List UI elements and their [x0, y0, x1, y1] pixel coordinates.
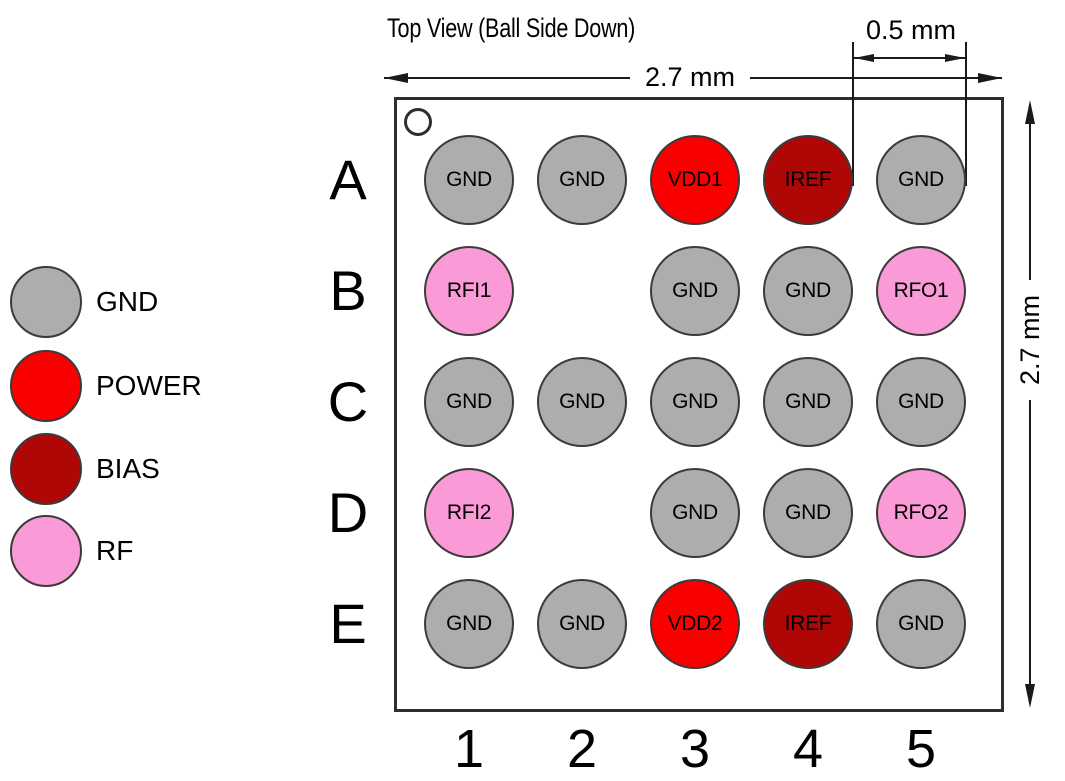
ball-C5: GND — [876, 357, 966, 447]
ball-label: VDD2 — [667, 612, 723, 635]
ball-label: GND — [559, 612, 605, 635]
ball-label: GND — [898, 612, 944, 635]
ball-A4: IREF — [763, 135, 853, 225]
ball-C1: GND — [424, 357, 514, 447]
legend-swatch-power — [10, 350, 82, 422]
ball-label: GND — [785, 279, 831, 302]
legend-swatch-bias — [10, 433, 82, 505]
ball-D5: RFO2 — [876, 468, 966, 558]
row-label-D: D — [327, 481, 369, 544]
ball-B1: RFI1 — [424, 246, 514, 336]
ball-label: GND — [559, 390, 605, 413]
ball-label: RFO1 — [893, 279, 949, 302]
ball-C3: GND — [650, 357, 740, 447]
ball-A1: GND — [424, 135, 514, 225]
ball-E4: IREF — [763, 579, 853, 669]
arrowhead-up-icon — [1025, 100, 1035, 124]
col-label-3: 3 — [679, 719, 711, 779]
ball-label: GND — [446, 168, 492, 191]
ball-D3: GND — [650, 468, 740, 558]
ball-label: GND — [898, 168, 944, 191]
col-label-5: 5 — [905, 719, 937, 779]
ball-label: GND — [559, 168, 605, 191]
ball-D1: RFI2 — [424, 468, 514, 558]
legend-label-gnd: GND — [96, 286, 159, 317]
ball-label: IREF — [784, 168, 832, 191]
diagram-title: Top View (Ball Side Down) — [387, 13, 636, 43]
ball-E2: GND — [537, 579, 627, 669]
ball-label: RFI1 — [446, 279, 492, 302]
row-label-E: E — [329, 592, 367, 655]
col-label-2: 2 — [566, 719, 598, 779]
legend-swatch-gnd — [10, 266, 82, 338]
ball-C4: GND — [763, 357, 853, 447]
row-label-A: A — [329, 148, 367, 211]
pitch-extension-line-left — [852, 42, 854, 186]
ball-D4: GND — [763, 468, 853, 558]
pitch-extension-line-right — [965, 42, 967, 186]
ball-label: GND — [672, 390, 718, 413]
arrowhead-right-icon — [978, 73, 1002, 83]
pin1-indicator-icon — [404, 108, 432, 136]
arrowhead-down-icon — [1025, 684, 1035, 708]
legend-swatch-rf — [10, 515, 82, 587]
height-dimension-line-bottom — [1029, 390, 1031, 704]
ball-B4: GND — [763, 246, 853, 336]
ball-A2: GND — [537, 135, 627, 225]
ball-E5: GND — [876, 579, 966, 669]
ball-A3: VDD1 — [650, 135, 740, 225]
ball-B3: GND — [650, 246, 740, 336]
ball-label: GND — [785, 501, 831, 524]
ball-label: GND — [898, 390, 944, 413]
row-label-B: B — [329, 259, 367, 322]
ball-label: RFI2 — [446, 501, 492, 524]
ball-C2: GND — [537, 357, 627, 447]
height-dimension-line-top — [1029, 104, 1031, 290]
ball-label: IREF — [784, 612, 832, 635]
ball-label: GND — [672, 501, 718, 524]
ball-label: GND — [785, 390, 831, 413]
ball-label: RFO2 — [893, 501, 949, 524]
ball-E3: VDD2 — [650, 579, 740, 669]
col-label-4: 4 — [792, 719, 824, 779]
legend-label-bias: BIAS — [96, 453, 160, 484]
ball-A5: GND — [876, 135, 966, 225]
arrowhead-left-icon — [384, 73, 408, 83]
pitch-arrowhead-right-icon — [945, 54, 965, 62]
ball-label: GND — [446, 612, 492, 635]
legend-label-power: POWER — [96, 370, 202, 401]
ball-B5: RFO1 — [876, 246, 966, 336]
ball-label: VDD1 — [667, 168, 723, 191]
pitch-dimension-label: 0.5 mm — [865, 15, 957, 45]
col-label-1: 1 — [453, 719, 485, 779]
ball-label: GND — [446, 390, 492, 413]
width-dimension-label: 2.7 mm — [630, 62, 750, 92]
pitch-dimension-line — [854, 57, 965, 59]
row-label-C: C — [327, 370, 369, 433]
ball-E1: GND — [424, 579, 514, 669]
height-dimension-label: 2.7 mm — [1015, 280, 1045, 400]
ball-label: GND — [672, 279, 718, 302]
pitch-arrowhead-left-icon — [854, 54, 874, 62]
legend-label-rf: RF — [96, 535, 134, 566]
